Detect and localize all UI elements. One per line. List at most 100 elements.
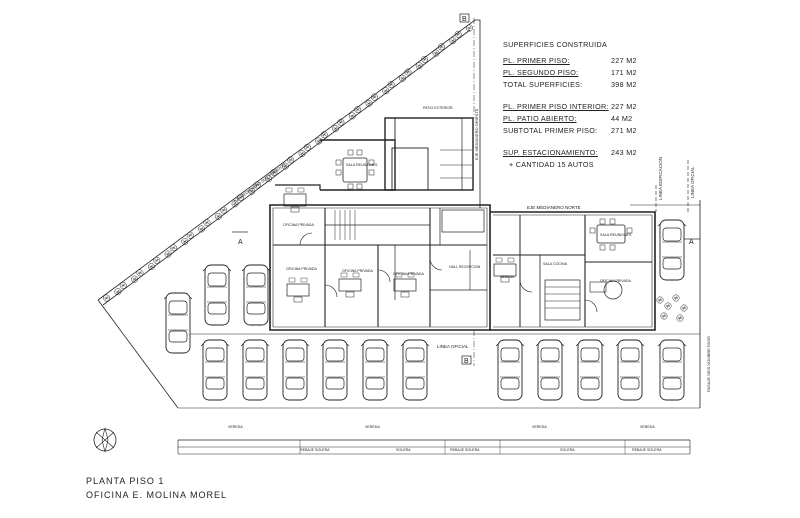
desk-2 xyxy=(338,272,362,298)
car-icon xyxy=(575,339,605,401)
car-icon xyxy=(280,339,310,401)
shrub-icon xyxy=(153,256,161,264)
building-walls xyxy=(269,117,491,331)
oficina-privada-2-label: OFICINA PRIVADA xyxy=(286,267,317,271)
desk-1 xyxy=(286,277,310,303)
site-boundary xyxy=(97,19,481,409)
furniture xyxy=(335,149,633,300)
oficina-privada-1-label: OFICINA PRIVADA xyxy=(283,223,314,227)
sala-cocina-label: SALA COCINA xyxy=(543,262,568,266)
car-icon xyxy=(535,339,565,401)
shrub-icon xyxy=(303,143,311,151)
summary-row-label: PL. SEGUNDO PISO: xyxy=(503,68,579,77)
right-building-walls xyxy=(490,211,656,331)
section-b-top-marker: B xyxy=(459,13,475,118)
car-icon xyxy=(202,264,232,326)
shrub-icon xyxy=(186,231,194,239)
patio-label: PATIO EXTERIOR xyxy=(423,106,453,110)
section-a-left-label: A xyxy=(238,239,243,246)
car-icon xyxy=(240,339,270,401)
shrub-icon xyxy=(287,156,295,164)
shrub-icon xyxy=(220,206,228,214)
summary-row-label: SUP. ESTACIONAMIENTO: xyxy=(503,148,598,157)
vereda-1-label: VEREDA xyxy=(228,425,243,429)
summary-header: SUPERFICIES CONSTRUIDA xyxy=(503,40,608,49)
rebaje-3-label: REBAJE SOLERA xyxy=(632,448,662,452)
section-b-bottom-marker: B xyxy=(461,330,475,366)
oficina-privada-4-label: OFICINA PRIVADA xyxy=(393,272,424,276)
car-icon xyxy=(241,264,271,326)
sala-reuniones-right-label: SALA REUNIONES xyxy=(600,233,632,237)
hall-recepcion-label: HALL RECEPCION xyxy=(449,265,481,269)
summary-row-value: 398 M2 xyxy=(611,80,637,89)
vereda-3-label: VEREDA xyxy=(532,425,547,429)
parking-cars xyxy=(163,219,687,401)
title-line-1: PLANTA PISO 1 xyxy=(86,476,165,486)
oficina-privada-3-label: OFICINA PRIVADA xyxy=(342,269,373,273)
section-a-left-marker: A xyxy=(232,231,248,246)
shrub-icon xyxy=(119,281,127,289)
summary-row-label: PL. PRIMER PISO INTERIOR: xyxy=(503,102,609,111)
summary-row-label: + CANTIDAD 15 AUTOS xyxy=(509,160,594,169)
summary-row-label: PL. PATIO ABIERTO: xyxy=(503,114,577,123)
summary-row-label: PL. PRIMER PISO: xyxy=(503,56,570,65)
summary-row-value: 44 M2 xyxy=(611,114,633,123)
sala-reuniones-top-label: SALA REUNIONES xyxy=(346,163,378,167)
eje-medianero-norte-label: EJE MEDIANERO NORTE xyxy=(527,205,581,210)
summary-row-label: SUBTOTAL PRIMER PISO: xyxy=(503,126,598,135)
summary-row-value: 243 M2 xyxy=(611,148,637,157)
car-icon xyxy=(657,339,687,401)
oficina-privada-5-label: OFICINA PRIVADA xyxy=(600,279,631,283)
shrub-icon xyxy=(660,312,668,320)
rebaje-2-label: REBAJE SOLERA xyxy=(450,448,480,452)
linea-oficial-right-label: LINEA OFICIAL xyxy=(690,166,695,198)
car-icon xyxy=(360,339,390,401)
shrub-icon xyxy=(676,314,684,322)
street-strip xyxy=(177,439,691,455)
north-arrow-icon xyxy=(93,427,117,453)
shrub-icon xyxy=(103,294,110,302)
solera-2-label: SOLERA xyxy=(560,448,575,452)
rebaje-1-label: REBAJE SOLERA xyxy=(300,448,330,452)
shrub-icon xyxy=(656,296,664,304)
car-icon xyxy=(200,339,230,401)
shrub-icon xyxy=(672,294,680,302)
summary-row-label: TOTAL SUPERFICIES: xyxy=(503,80,583,89)
vereda-4-label: VEREDA xyxy=(640,425,655,429)
summary-row-value: 227 M2 xyxy=(611,56,637,65)
linea-edificacion-label: LINEA EDIFICACION xyxy=(658,157,663,200)
shrub-icon xyxy=(136,269,144,277)
shrub-icon xyxy=(170,244,177,252)
solera-1-label: SOLERA xyxy=(396,448,411,452)
vereda-2-label: VEREDA xyxy=(365,425,380,429)
car-icon xyxy=(615,339,645,401)
pasaje-label: PASAJE SEIS NOMBRE PASO xyxy=(706,336,711,392)
eje-medianero-sur-poniente-label: EJE MEDIANERO SUR PONIENTE xyxy=(233,162,287,204)
vegetation-strip xyxy=(103,24,473,302)
shrubs-right xyxy=(656,294,688,322)
desk-3 xyxy=(393,272,417,298)
oficina-label: OFICINA xyxy=(500,275,515,279)
car-icon xyxy=(400,339,430,401)
shrub-icon xyxy=(203,219,211,227)
section-b-top-label: B xyxy=(462,16,467,23)
summary-row-value: 227 M2 xyxy=(611,102,637,111)
desk-4 xyxy=(283,187,307,213)
car-icon xyxy=(657,219,687,281)
parking-lines xyxy=(178,333,700,409)
car-icon xyxy=(163,292,193,354)
summary-row-value: 171 M2 xyxy=(611,68,637,77)
section-b-bottom-label: B xyxy=(464,358,469,365)
right-street-lines xyxy=(490,160,701,408)
section-a-right-label: A xyxy=(689,239,694,246)
linea-oficial-bottom-label: LINEA OFICIAL xyxy=(437,344,469,349)
shrub-icon xyxy=(664,302,672,310)
section-a-right-marker: A xyxy=(684,238,700,246)
car-icon xyxy=(320,339,350,401)
eje-medianero-oriente-label: EJE MEDIANERO ORIENTE xyxy=(474,108,479,160)
drawing-title: PLANTA PISO 1 OFICINA E. MOLINA MOREL xyxy=(86,476,227,504)
shrub-icon xyxy=(680,304,688,312)
summary-row-value: 271 M2 xyxy=(611,126,637,135)
car-icon xyxy=(495,339,525,401)
